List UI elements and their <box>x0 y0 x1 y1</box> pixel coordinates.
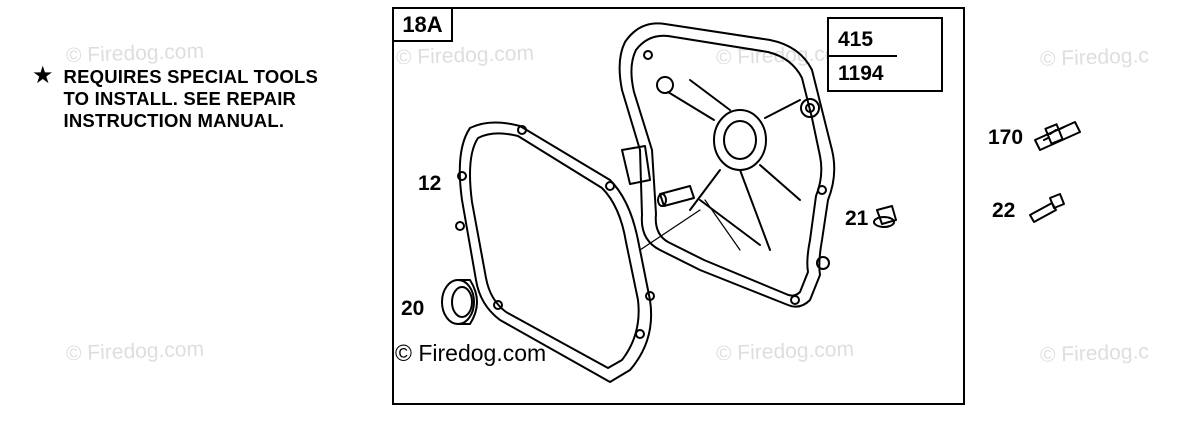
part-number-21[interactable]: 21 <box>845 207 869 230</box>
part-number-415[interactable]: 415 <box>838 28 874 51</box>
part-number-12[interactable]: 12 <box>418 172 442 195</box>
note-line: TO INSTALL. SEE REPAIR <box>63 88 297 109</box>
bolt <box>1029 193 1065 223</box>
stud <box>1034 121 1081 151</box>
star-icon: ★ <box>32 62 54 89</box>
note-line: REQUIRES SPECIAL TOOLS <box>63 66 319 87</box>
drain-plug <box>873 205 897 228</box>
copyright-text: © Firedog.com <box>395 340 547 366</box>
note-line: INSTRUCTION MANUAL. <box>63 110 285 131</box>
diagram-frame <box>392 7 965 405</box>
gasket <box>455 121 655 383</box>
kit-box <box>827 17 943 92</box>
kit-divider <box>828 55 897 57</box>
part-number-1194[interactable]: 1194 <box>838 62 884 85</box>
crankcase-cover <box>618 22 836 308</box>
diagram-label: 18A <box>392 7 453 42</box>
special-tools-note: ★ REQUIRES SPECIAL TOOLS TO INSTALL. SEE… <box>32 62 319 132</box>
part-number-22[interactable]: 22 <box>992 199 1016 222</box>
part-number-170[interactable]: 170 <box>988 126 1024 149</box>
part-number-20[interactable]: 20 <box>401 297 425 320</box>
oil-seal <box>441 279 478 325</box>
